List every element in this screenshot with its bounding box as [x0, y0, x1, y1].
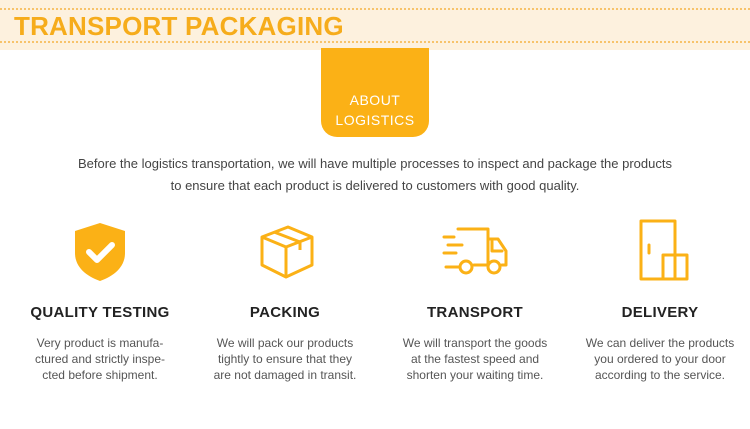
feature-title: PACKING [249, 304, 321, 321]
feature-title: TRANSPORT [426, 304, 524, 321]
shield-check-icon [75, 223, 125, 281]
feature-desc-line: We can deliver the products [585, 336, 735, 350]
page-title: TRANSPORT PACKAGING [14, 11, 344, 41]
feature-desc-line: tightly to ensure that they [217, 352, 353, 366]
header-dashed-line-bottom [0, 41, 750, 43]
feature-desc-line: We will pack our products [216, 336, 354, 350]
feature-desc-line: Very product is manufa- [36, 336, 164, 350]
box-icon [260, 225, 314, 279]
door-delivery-icon [639, 219, 689, 281]
feature-desc-line: ctured and strictly inspe- [34, 352, 166, 366]
feature-description: We can deliver the products you ordered … [570, 335, 750, 383]
header-dashed-line-top [0, 8, 750, 10]
intro-text: Before the logistics transportation, we … [0, 153, 750, 197]
about-logistics-badge: ABOUT LOGISTICS [321, 48, 429, 137]
intro-line-1: Before the logistics transportation, we … [78, 156, 672, 171]
truck-icon [442, 227, 508, 275]
feature-desc-line: cted before shipment. [42, 368, 158, 382]
feature-description: Very product is manufa- ctured and stric… [10, 335, 190, 383]
feature-desc-line: We will transport the goods [402, 336, 548, 350]
feature-desc-line: shorten your waiting time. [406, 368, 544, 382]
feature-desc-line: at the fastest speed and [410, 352, 540, 366]
feature-description: We will transport the goods at the faste… [385, 335, 565, 383]
feature-transport: TRANSPORT We will transport the goods at… [385, 215, 565, 382]
feature-packing: PACKING We will pack our products tightl… [195, 215, 375, 382]
feature-desc-line: are not damaged in transit. [213, 368, 357, 382]
badge-line-2: LOGISTICS [335, 112, 415, 128]
feature-title: QUALITY TESTING [30, 304, 170, 321]
feature-quality-testing: QUALITY TESTING Very product is manufa- … [10, 215, 190, 382]
badge-line-1: ABOUT [349, 92, 401, 108]
feature-description: We will pack our products tightly to ens… [195, 335, 375, 383]
feature-desc-line: you ordered to your door [594, 352, 726, 366]
feature-title: DELIVERY [621, 304, 699, 321]
feature-delivery: DELIVERY We can deliver the products you… [570, 215, 750, 382]
intro-line-2: to ensure that each product is delivered… [170, 178, 580, 193]
feature-desc-line: according to the service. [594, 368, 726, 382]
